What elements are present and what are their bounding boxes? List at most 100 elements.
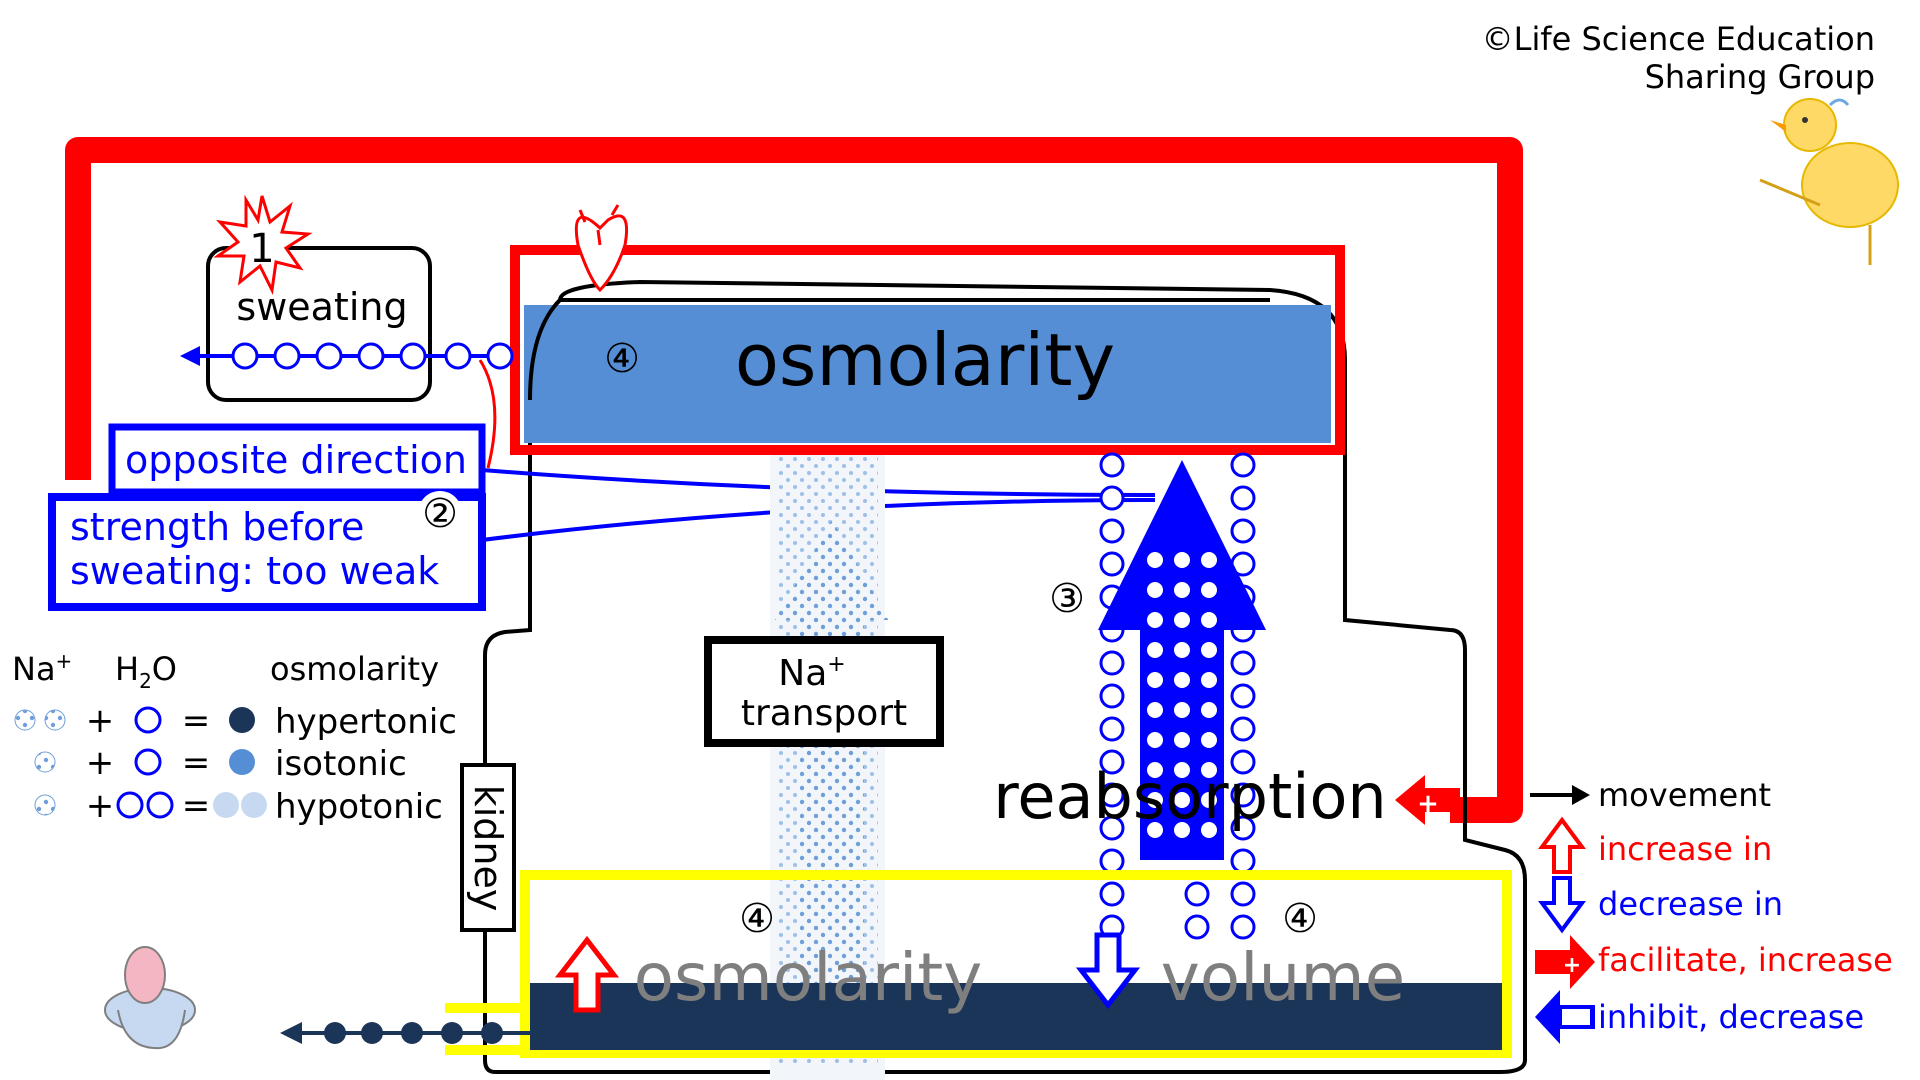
reabsorption-arrow: [1098, 460, 1266, 860]
legend-inhibit: inhibit, decrease: [1598, 998, 1864, 1036]
svg-text:+: +: [1563, 953, 1581, 978]
urine-osmolarity: osmolarity: [634, 939, 983, 1016]
water-molecule: [1099, 782, 1125, 808]
water-molecule: [1230, 782, 1256, 808]
urine-increase-arrow: [554, 935, 620, 1013]
legend-osm: osmolarity: [270, 650, 439, 688]
legend-h2o-o: O: [152, 650, 177, 688]
water-molecule: [1230, 914, 1256, 940]
water-molecule-reabsorbed: [1174, 582, 1190, 598]
legend-decrease: decrease in: [1598, 885, 1783, 923]
credit-line-1: ©Life Science Education: [1482, 20, 1875, 58]
water-molecule-reabsorbed: [1201, 642, 1217, 658]
right-legend: movement increase in decrease in + facil…: [1530, 776, 1893, 1044]
water-molecule-reabsorbed: [1174, 702, 1190, 718]
water-molecule: [1099, 848, 1125, 874]
reabsorption-step: ③: [1049, 576, 1085, 622]
na-transport-line-2: transport: [741, 693, 907, 734]
legend-na: Na+: [12, 649, 72, 688]
opposite-step: ②: [422, 491, 458, 537]
water-molecule: [1099, 518, 1125, 544]
urine-step-right: ④: [1282, 896, 1318, 942]
water-molecule: [1230, 650, 1256, 676]
water-molecule: [1230, 848, 1256, 874]
legend-h2o-h: H: [115, 650, 139, 688]
water-molecule-reabsorbed: [1174, 792, 1190, 808]
water-molecule-reabsorbed: [1201, 702, 1217, 718]
water-molecule: [1230, 485, 1256, 511]
urine-step-left: ④: [739, 896, 775, 942]
water-molecule-reabsorbed: [1147, 792, 1163, 808]
water-molecule-reabsorbed: [1147, 702, 1163, 718]
water-column-circles: [1099, 452, 1256, 940]
water-molecule: [1099, 551, 1125, 577]
credit-line-2: Sharing Group: [1645, 58, 1875, 96]
water-molecule: [1230, 452, 1256, 478]
water-molecule-reabsorbed: [1174, 762, 1190, 778]
water-molecule-reabsorbed: [1147, 732, 1163, 748]
opposite-direction-box: [108, 423, 486, 496]
feedback-loop-red: [65, 137, 1523, 823]
legend-facilitate: facilitate, increase: [1598, 941, 1893, 979]
water-molecule: [1099, 452, 1125, 478]
urine-fluid: [530, 983, 1502, 1050]
water-molecule: [1099, 716, 1125, 742]
reabsorption-label: reabsorption: [993, 760, 1386, 833]
water-molecule: [1230, 881, 1256, 907]
reabsorption-arrow-dots: [1147, 552, 1217, 838]
water-molecule: [1230, 518, 1256, 544]
explosion-icon: [213, 194, 313, 295]
urine-volume: volume: [1161, 939, 1406, 1016]
water-molecule: [1230, 683, 1256, 709]
legend-row2-eq: =: [182, 743, 211, 783]
legend-row2-label: isotonic: [275, 744, 407, 784]
legend-row1-label: hypertonic: [275, 702, 457, 742]
water-molecule-reabsorbed: [1147, 552, 1163, 568]
water-molecule-reabsorbed: [1201, 762, 1217, 778]
legend-row3-label: hypotonic: [275, 787, 443, 827]
water-molecule: [1184, 914, 1210, 940]
legend-increase: increase in: [1598, 830, 1772, 868]
legend-row1-plus: +: [86, 701, 115, 741]
water-molecule-reabsorbed: [1201, 612, 1217, 628]
water-molecule-reabsorbed: [1174, 612, 1190, 628]
sweating-box: [206, 246, 432, 402]
svg-text:+: +: [1417, 789, 1439, 819]
water-molecule-reabsorbed: [1174, 672, 1190, 688]
water-molecule-reabsorbed: [1174, 732, 1190, 748]
strength-line-2: sweating: too weak: [70, 549, 439, 593]
blood-step: ④: [604, 336, 640, 382]
water-molecule: [1099, 881, 1125, 907]
water-molecule: [1099, 815, 1125, 841]
water-molecule-reabsorbed: [1147, 672, 1163, 688]
legend-na-text: Na: [12, 650, 56, 688]
water-molecule-reabsorbed: [1147, 582, 1163, 598]
kidney-label-box: [460, 763, 516, 932]
water-molecule: [1230, 815, 1256, 841]
urine-decrease-arrow: [1075, 932, 1141, 1010]
water-molecule: [1184, 881, 1210, 907]
water-molecule: [1099, 650, 1125, 676]
na-transport-box: [704, 636, 944, 747]
legend-row3-eq: =: [182, 786, 211, 826]
water-molecule-reabsorbed: [1201, 792, 1217, 808]
urine-box: [520, 870, 1512, 1058]
water-molecule-reabsorbed: [1201, 732, 1217, 748]
water-molecule-reabsorbed: [1201, 552, 1217, 568]
water-molecule-reabsorbed: [1147, 822, 1163, 838]
water-molecule-reabsorbed: [1201, 582, 1217, 598]
legend-h2o: H2O: [115, 650, 177, 693]
sweating-step: 1: [249, 226, 274, 272]
legend-na-sup: +: [56, 649, 73, 673]
na-transport-line-1: Na+: [778, 652, 845, 694]
water-molecule: [1230, 749, 1256, 775]
water-molecule-reabsorbed: [1147, 762, 1163, 778]
facilitate-arrow: +: [1395, 775, 1460, 825]
legend-movement: movement: [1598, 776, 1771, 814]
water-molecule: [1099, 683, 1125, 709]
na-transport-na: Na: [778, 653, 827, 694]
urine-excretion-flow: [280, 1022, 540, 1044]
water-molecule: [1099, 749, 1125, 775]
legend-h2o-sub: 2: [139, 669, 152, 693]
